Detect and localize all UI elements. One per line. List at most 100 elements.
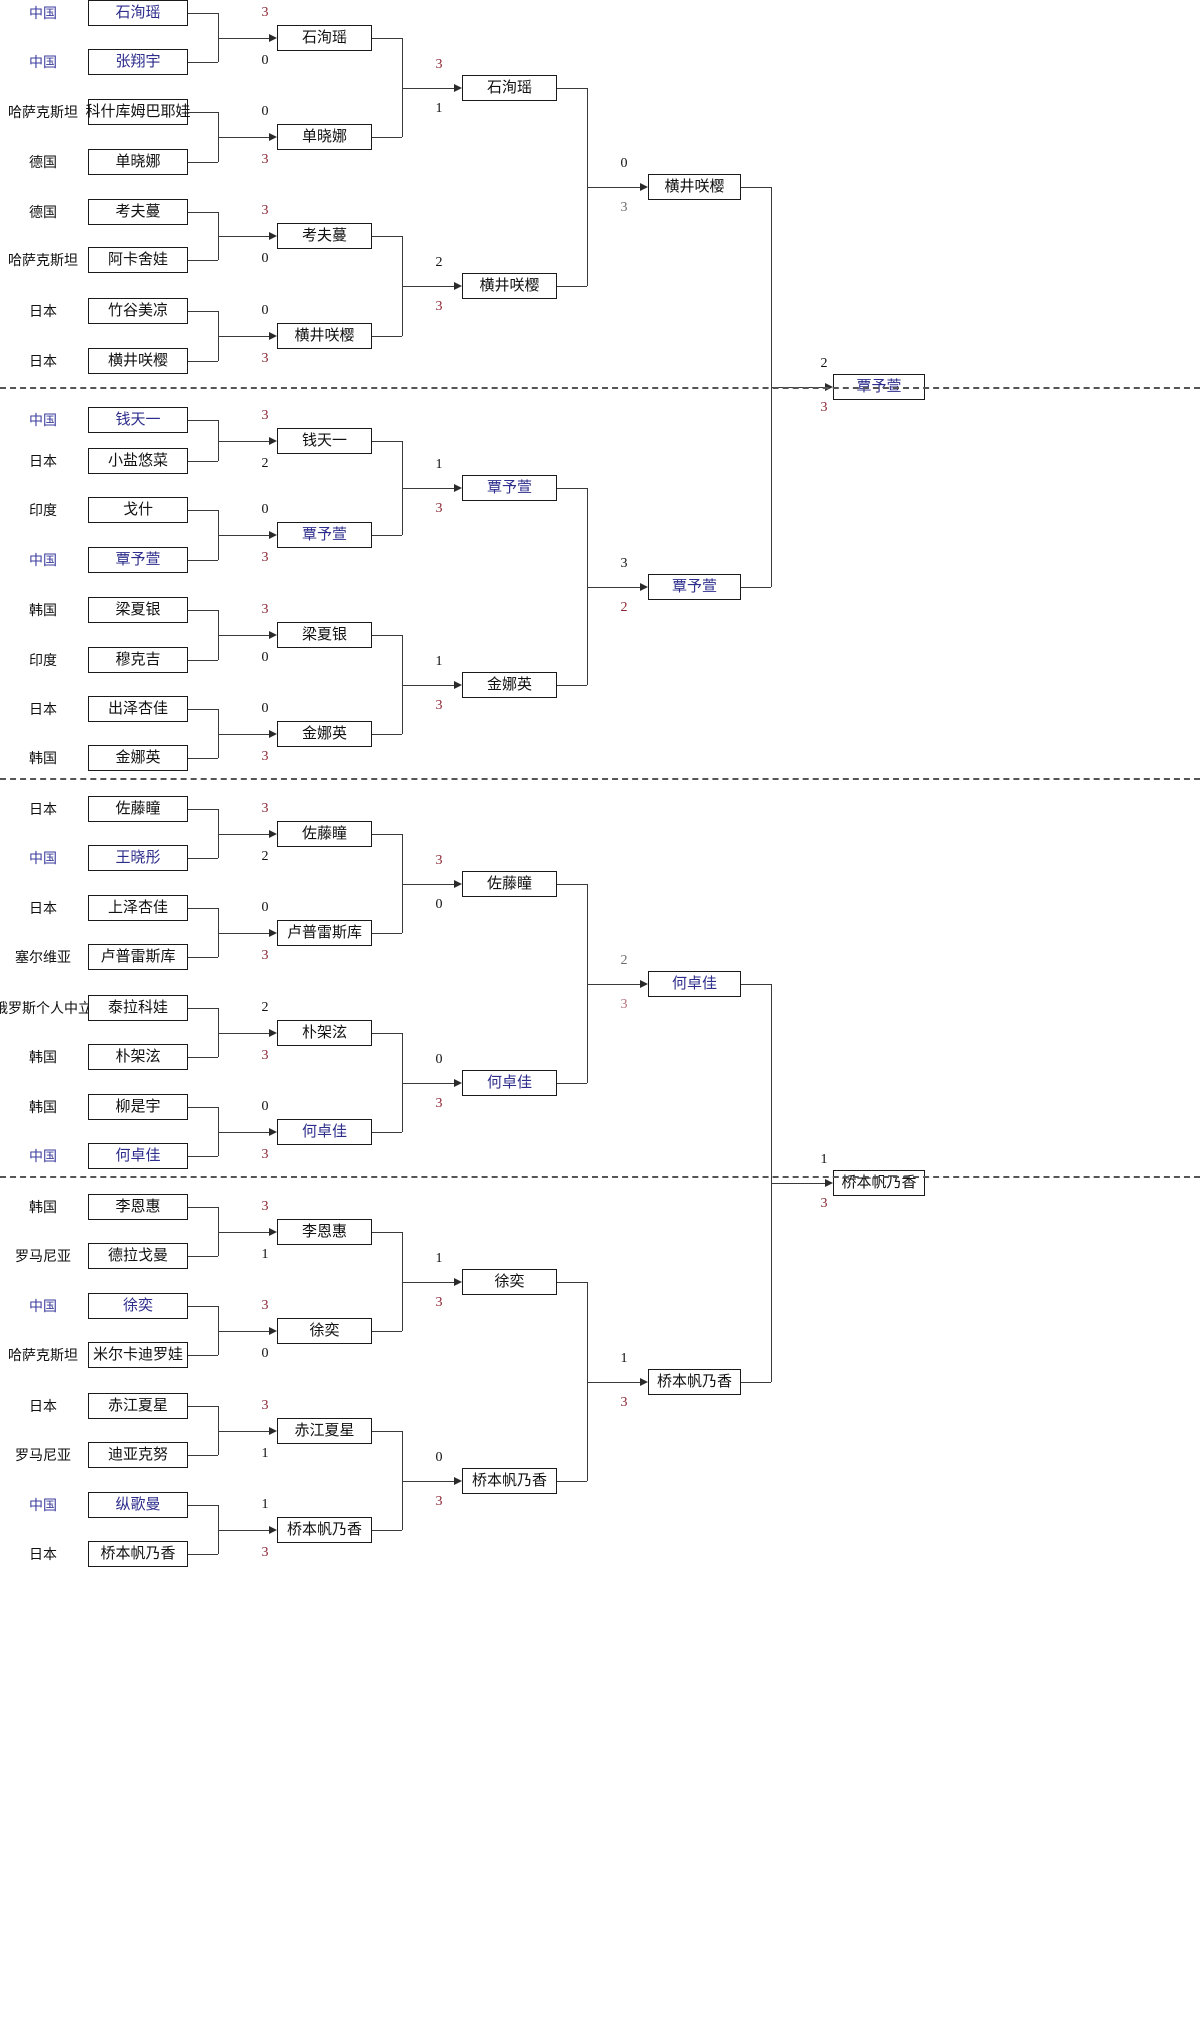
score-r2-11: 0 (435, 1052, 443, 1067)
country-label-24: 中国 (29, 1150, 57, 1165)
country-label-4: 德国 (29, 156, 57, 171)
player-box-r2-16: 桥本帆乃香 (277, 1517, 372, 1543)
score-r1-8: 3 (261, 351, 269, 366)
score-r1-7: 0 (261, 303, 269, 318)
score-r1-26: 1 (261, 1247, 269, 1262)
player-box-r1-17: 佐藤瞳 (88, 796, 188, 822)
player-box-r1-25: 李恩惠 (88, 1194, 188, 1220)
score-r1-19: 0 (261, 900, 269, 915)
score-r2-12: 3 (435, 1096, 443, 1111)
player-box-r2-1: 石洵瑶 (277, 25, 372, 51)
country-label-5: 德国 (29, 206, 57, 221)
player-box-r1-30: 迪亚克努 (88, 1442, 188, 1468)
country-label-8: 日本 (29, 355, 57, 370)
player-box-r1-3: 科什库姆巴耶娃 (86, 99, 191, 125)
player-box-r4-1: 横井咲樱 (648, 174, 741, 200)
score-r2-5: 1 (435, 457, 443, 472)
country-label-17: 日本 (29, 803, 57, 818)
score-r3-8: 3 (620, 1395, 628, 1410)
country-label-14: 印度 (29, 654, 57, 669)
score-r3-5: 2 (620, 953, 628, 968)
score-r1-29: 3 (261, 1398, 269, 1413)
score-r2-13: 1 (435, 1251, 443, 1266)
score-r1-28: 0 (261, 1346, 269, 1361)
country-label-31: 中国 (29, 1499, 57, 1514)
player-box-r2-13: 李恩惠 (277, 1219, 372, 1245)
player-box-r3-3: 覃予萱 (462, 475, 557, 501)
player-box-r1-1: 石洵瑶 (88, 0, 188, 26)
score-r5-3: 1 (820, 1152, 828, 1167)
country-label-1: 中国 (29, 7, 57, 22)
player-box-r1-19: 上泽杏佳 (88, 895, 188, 921)
score-r2-10: 0 (435, 897, 443, 912)
player-box-r2-9: 佐藤瞳 (277, 821, 372, 847)
country-label-23: 韩国 (29, 1101, 57, 1116)
score-r1-1: 3 (261, 5, 269, 20)
player-box-r1-23: 柳是宇 (88, 1094, 188, 1120)
score-r1-9: 3 (261, 408, 269, 423)
country-label-22: 韩国 (29, 1051, 57, 1066)
player-box-r2-10: 卢普雷斯库 (277, 920, 372, 946)
player-box-r1-6: 阿卡舍娃 (88, 247, 188, 273)
score-r2-9: 3 (435, 853, 443, 868)
player-box-r3-7: 徐奕 (462, 1269, 557, 1295)
player-box-r1-9: 钱天一 (88, 407, 188, 433)
score-r1-20: 3 (261, 948, 269, 963)
score-r1-22: 3 (261, 1048, 269, 1063)
score-r2-3: 2 (435, 255, 443, 270)
player-box-r1-26: 德拉戈曼 (88, 1243, 188, 1269)
score-r3-1: 0 (620, 156, 628, 171)
country-label-3: 哈萨克斯坦 (8, 106, 78, 121)
country-label-16: 韩国 (29, 752, 57, 767)
player-box-r4-2: 覃予萱 (648, 574, 741, 600)
country-label-6: 哈萨克斯坦 (8, 254, 78, 269)
score-r2-14: 3 (435, 1295, 443, 1310)
player-box-r1-11: 戈什 (88, 497, 188, 523)
country-label-9: 中国 (29, 414, 57, 429)
player-box-r1-7: 竹谷美凉 (88, 298, 188, 324)
player-box-r1-10: 小盐悠菜 (88, 448, 188, 474)
score-r1-25: 3 (261, 1199, 269, 1214)
player-box-r1-32: 桥本帆乃香 (88, 1541, 188, 1567)
player-box-r1-24: 何卓佳 (88, 1143, 188, 1169)
country-label-12: 中国 (29, 554, 57, 569)
player-box-r1-20: 卢普雷斯库 (88, 944, 188, 970)
country-label-32: 日本 (29, 1548, 57, 1563)
score-r5-2: 3 (820, 400, 828, 415)
score-r1-24: 3 (261, 1147, 269, 1162)
country-label-25: 韩国 (29, 1201, 57, 1216)
player-box-r3-8: 桥本帆乃香 (462, 1468, 557, 1494)
country-label-15: 日本 (29, 703, 57, 718)
country-label-11: 印度 (29, 504, 57, 519)
player-box-r2-8: 金娜英 (277, 721, 372, 747)
player-box-r1-31: 纵歌曼 (88, 1492, 188, 1518)
player-box-r4-4: 桥本帆乃香 (648, 1369, 741, 1395)
score-r1-31: 1 (261, 1497, 269, 1512)
score-r1-21: 2 (261, 1000, 269, 1015)
player-box-r1-15: 出泽杏佳 (88, 696, 188, 722)
score-r1-6: 0 (261, 251, 269, 266)
score-r1-32: 3 (261, 1545, 269, 1560)
score-r2-1: 3 (435, 57, 443, 72)
player-box-r2-2: 单晓娜 (277, 124, 372, 150)
score-r1-5: 3 (261, 203, 269, 218)
score-r1-14: 0 (261, 650, 269, 665)
player-box-r1-18: 王晓彤 (88, 845, 188, 871)
player-box-r3-4: 金娜英 (462, 672, 557, 698)
player-box-r2-14: 徐奕 (277, 1318, 372, 1344)
country-label-19: 日本 (29, 902, 57, 917)
score-r2-7: 1 (435, 654, 443, 669)
score-r3-6: 3 (620, 997, 628, 1012)
player-box-r3-2: 横井咲樱 (462, 273, 557, 299)
score-r5-4: 3 (820, 1196, 828, 1211)
country-label-7: 日本 (29, 305, 57, 320)
player-box-r1-13: 梁夏银 (88, 597, 188, 623)
player-box-r2-5: 钱天一 (277, 428, 372, 454)
quadrant-divider-1 (0, 387, 1200, 389)
player-box-r1-12: 覃予萱 (88, 547, 188, 573)
country-label-10: 日本 (29, 455, 57, 470)
player-box-r2-11: 朴架泫 (277, 1020, 372, 1046)
player-box-r3-6: 何卓佳 (462, 1070, 557, 1096)
score-r1-2: 0 (261, 53, 269, 68)
